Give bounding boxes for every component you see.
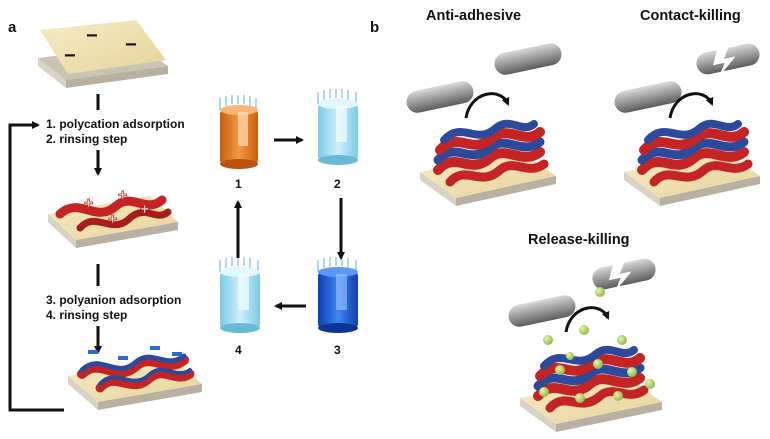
beaker-2-number: 2 [334,177,341,191]
step-3-text: 3. polyanion adsorption [46,293,181,307]
repel-arrow [464,92,510,119]
bacterium [406,81,474,113]
beaker-4 [219,257,260,333]
killed-bacterium [696,43,760,77]
kill-arrow [564,306,610,333]
step-4-text: 4. rinsing step [46,308,127,322]
positive-charge: + [118,187,127,204]
contact-killing-illustration [614,43,760,206]
beaker-2 [317,89,358,165]
beaker-4-number: 4 [235,343,242,357]
beaker-1 [219,95,258,169]
negative-charge: − [86,25,98,47]
contact-killing-title: Contact-killing [640,8,741,24]
released-agents [539,287,655,403]
positive-charge: + [84,195,93,212]
bacterium [508,295,576,327]
positive-charge: + [140,201,149,218]
killed-bacterium [592,258,656,292]
panel-a-label: a [8,19,17,36]
repeat-cycle-arrow [8,121,64,412]
negative-charge: − [125,34,137,56]
beaker-1-number: 1 [235,177,242,191]
panel-b-label: b [370,19,379,36]
kill-arrow [668,92,714,119]
release-killing-illustration [508,258,662,432]
anti-adhesive-title: Anti-adhesive [426,8,521,24]
beaker-3-number: 3 [334,343,341,357]
step-1-text: 1. polycation adsorption [46,117,185,131]
anti-adhesive-illustration [406,43,562,206]
positive-charge: + [108,211,117,228]
beaker-3 [317,257,358,333]
bacterium [614,81,682,113]
bacterium [494,43,562,75]
bare-substrate: − − − [38,20,168,88]
polycation-coated-substrate: + + + + [48,187,178,248]
bilayer-coated-substrate [68,346,202,410]
release-killing-title: Release-killing [528,232,630,248]
step-2-text: 2. rinsing step [46,132,127,146]
negative-charge: − [64,45,76,67]
